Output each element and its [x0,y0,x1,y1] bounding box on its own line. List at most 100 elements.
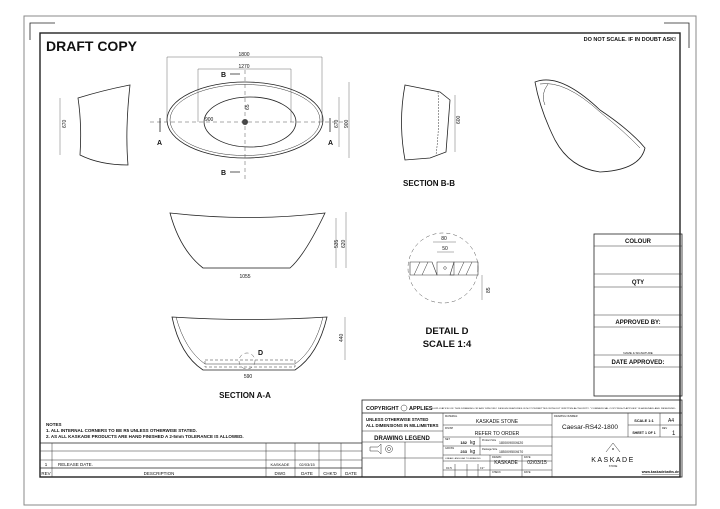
check-label: CHECK [492,471,501,474]
copyright-applies: APPLIES [409,406,433,412]
notes-heading: NOTES [46,422,62,427]
kaskade-logo: KASKADE STONE [591,442,635,468]
dim-drain: 65 [245,104,251,110]
revision-date: 02/03/15 [299,462,315,467]
dim-section-base: 590 [244,374,253,380]
header-dwg: DWG [275,471,286,476]
sheet-count: SHEET 1 OF 1 [632,431,655,435]
detail-d-scale: SCALE 1:4 [423,339,472,350]
drawing-legend: DRAWING LEGEND [374,436,430,442]
brand-name: KASKADE [591,457,635,464]
copyright-label: COPYRIGHT [366,406,399,412]
side-view-left: 670 [59,84,131,166]
package-size-label: Package Size [482,448,498,451]
qty-label: QTY [632,280,644,286]
dim-elevation-h1: 535 [334,239,340,248]
tolerance-linear: ±0.5 [446,466,452,470]
drawing-number: Caesar-RS42-1800 [562,424,618,431]
rev-label: REV [662,427,667,430]
drawn-date: 02/03/15 [527,460,547,466]
projection-symbol-icon [369,443,393,455]
material-label: MATERIAL [445,415,458,418]
corner-mark [664,22,690,48]
dim-bb-height: 600 [456,115,462,124]
title-block: COPYRIGHT APPLIES DUPLICATION OF THIS DR… [361,399,683,478]
revision-table: 1 RELEASE DATE. KASKADE 02/03/15 REV DES… [40,442,362,477]
dim-section-depth: 440 [339,333,345,342]
units-note: ALL DIMENSIONS IN MILLIMETERS [366,423,439,428]
section-b-b-title: SECTION B-B [403,179,455,188]
approved-by-label: APPROVED BY: [615,320,660,326]
notes: NOTES 1. ALL INTERNAL CORNERS TO BE R5 U… [46,422,244,439]
drawing-number-label: DRAWING NUMBER [554,415,578,418]
section-b-marker-bottom: B [221,170,226,177]
revision-drawn-by: KASKADE [271,462,290,467]
finish-value: REFER TO ORDER [475,431,520,437]
net-weight-unit: kg [470,440,476,446]
dim-basin: 900 [205,117,214,123]
note-item: 1. ALL INTERNAL CORNERS TO BE R5 UNLESS … [46,428,197,433]
section-a-marker-left: A [157,140,162,147]
dim-inner-length: 1270 [238,64,249,70]
dim-detail-height: 85 [486,287,492,293]
colour-label: COLOUR [625,239,652,245]
section-a-a: D 440 590 SECTION A-A [171,316,346,400]
product-size: 1800X900X620 [499,441,523,445]
copyright-notice: DUPLICATION OF THIS DRAWING OR ANY SPECI… [432,407,677,410]
product-size-label: Product Size [482,439,497,442]
website-link[interactable]: www.kaskadebaths.de [641,470,679,474]
draft-copy-title: DRAFT COPY [46,38,138,54]
drawn-label: DRAWN [492,456,502,459]
isometric-view [534,79,646,173]
gross-weight-label: GROSS [445,447,454,450]
header-description: DESCRIPTION [144,471,175,476]
detail-d-title: DETAIL D [426,326,469,337]
header-checked: CHK'D [323,471,337,476]
dim-elevation-base: 1055 [239,274,250,280]
unless-stated: UNLESS OTHERWISE STATED [366,417,428,422]
rev-value: 1 [672,431,676,437]
outer-frame [23,15,697,506]
note-item: 2. AS ALL KASKADE PRODUCTS ARE HAND FINI… [46,434,244,439]
gross-weight: 233 [460,449,467,454]
top-view: 1800 1270 900 65 670 900 A A B B [150,52,350,180]
brand-subtitle: STONE [609,465,618,468]
material-value: KASKADE STONE [476,419,519,425]
scale-value: SCALE 1:1 [634,419,653,423]
section-b-marker-top: B [221,72,226,79]
section-a-a-title: SECTION A-A [219,391,271,400]
drawn-by: KASKADE [494,460,518,466]
section-a-marker-right: A [328,140,333,147]
signature-note: NAME & SIGNATURE [623,351,653,355]
gross-weight-unit: kg [470,449,476,455]
net-weight-label: NET [445,438,450,441]
dim-side-height: 670 [62,119,68,128]
check-date-label: DATE [524,471,531,474]
tolerance-angular: ±1° [480,466,485,470]
net-weight: 182 [460,440,467,445]
side-elevation: 1055 535 620 [169,212,347,280]
dim-detail-outer: 80 [441,236,447,242]
finish-label: FINISH [445,427,453,430]
dim-width: 900 [344,119,350,128]
date-label: DATE [524,456,531,459]
revision-description: RELEASE DATE. [58,462,93,467]
detail-d-marker: D [258,350,263,357]
revision-number: 1 [45,462,48,467]
header-rev: REV [41,471,50,476]
tolerance-label: LINEAR / ANGULAR TOLERANCES [445,457,481,460]
date-approved-label: DATE APPROVED: [611,360,664,366]
dim-elevation-h2: 620 [341,239,347,248]
sheet-size: A4 [668,418,674,424]
dim-length: 1800 [238,52,249,58]
approval-box: COLOUR QTY APPROVED BY: NAME & SIGNATURE… [593,233,683,397]
inner-frame [39,32,681,478]
section-b-b: 600 SECTION B-B [401,84,462,188]
dim-inner-width: 670 [334,119,340,128]
header-date-2: DATE [345,471,357,476]
do-not-scale-warning: DO NOT SCALE. IF IN DOUBT ASK! [584,37,677,43]
detail-d: 80 50 85 DETAIL D SCALE 1:4 [407,232,492,350]
corner-mark [29,22,55,40]
package-size: 1850X950X670 [499,450,523,454]
